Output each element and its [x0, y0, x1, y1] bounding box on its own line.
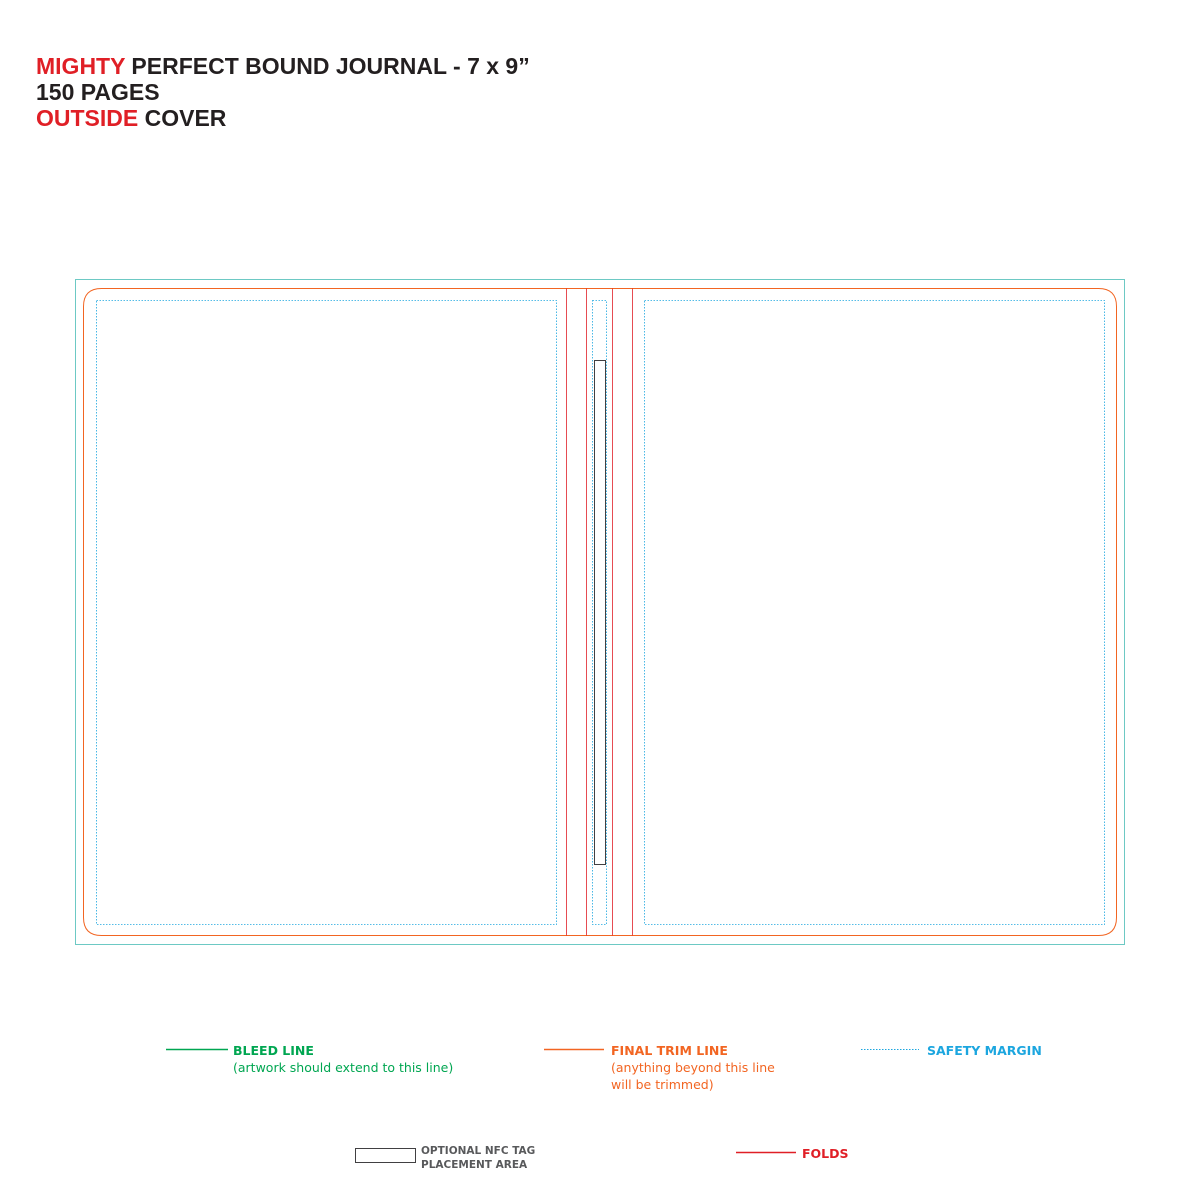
legend-safety-label: SAFETY MARGIN [927, 1043, 1042, 1058]
bleed-outline [75, 279, 1125, 945]
title-accent-outside: OUTSIDE [36, 105, 139, 131]
legend-bleed-label: BLEED LINE [233, 1043, 314, 1058]
title-line-1: MIGHTY PERFECT BOUND JOURNAL - 7 x 9” [36, 53, 530, 79]
trim-outline [83, 288, 1117, 936]
nfc-tag-swatch [355, 1148, 416, 1163]
legend-nfc-line-1: OPTIONAL NFC TAG [421, 1145, 536, 1157]
title-line-3: OUTSIDE COVER [36, 105, 530, 131]
legend-trim-label: FINAL TRIM LINE [611, 1043, 728, 1058]
legend-trim-note-2: will be trimmed) [611, 1077, 714, 1092]
nfc-tag-placement-area [594, 360, 606, 865]
template-title: MIGHTY PERFECT BOUND JOURNAL - 7 x 9” 15… [36, 53, 530, 131]
title-product-name: PERFECT BOUND JOURNAL - 7 x 9” [125, 53, 530, 79]
legend-trim-note-1: (anything beyond this line [611, 1060, 775, 1075]
legend-nfc-line-2: PLACEMENT AREA [421, 1159, 528, 1171]
title-accent-mighty: MIGHTY [36, 53, 126, 79]
legend-folds-label: FOLDS [802, 1146, 849, 1161]
safety-margin-back-cover [96, 300, 557, 925]
title-line-pages: 150 PAGES [36, 79, 160, 105]
title-cover-label: COVER [138, 105, 227, 131]
safety-margin-spine [592, 300, 607, 925]
legend-bleed-note: (artwork should extend to this line) [233, 1060, 454, 1075]
safety-margin-front-cover [644, 300, 1105, 925]
